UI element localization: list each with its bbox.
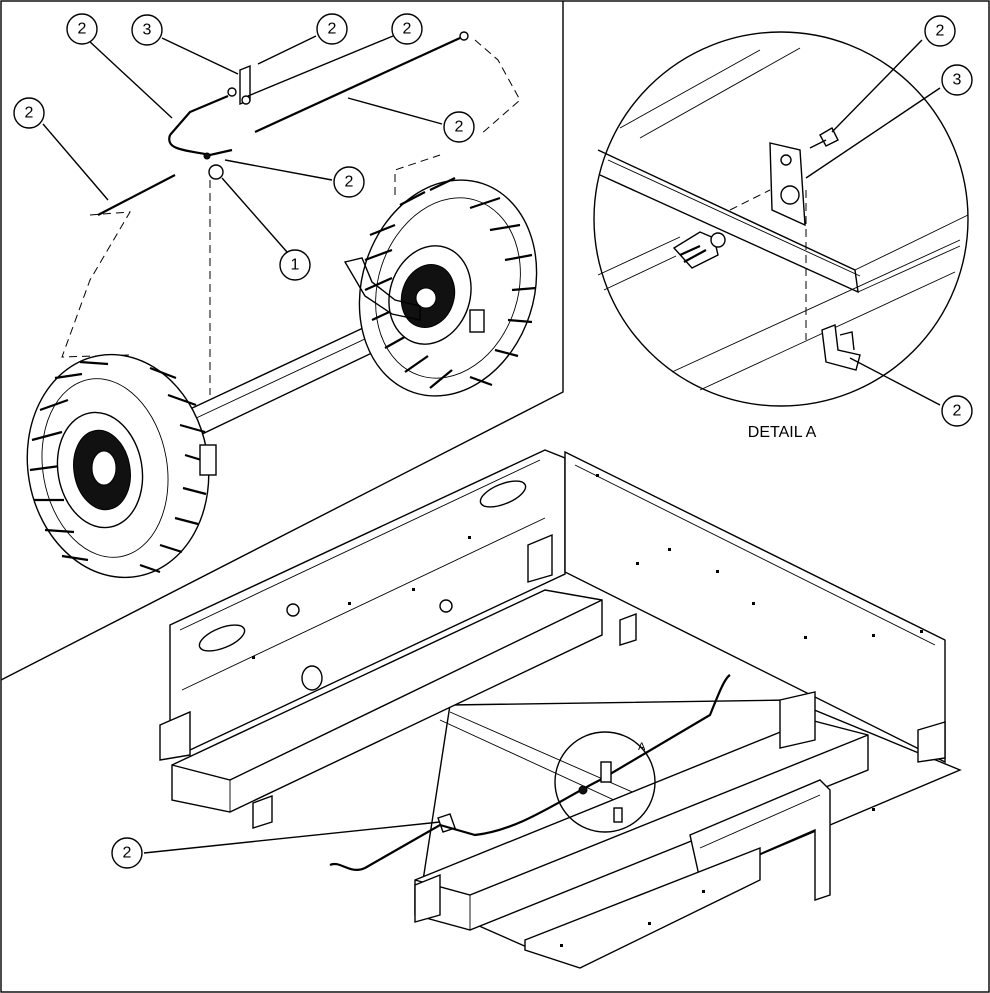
callout-number: 2	[455, 119, 464, 136]
callout-number: 1	[291, 257, 300, 274]
callout-axle-bracket: 3	[131, 14, 163, 46]
brake-harness	[97, 31, 469, 216]
detail-a-label: DETAIL A	[748, 424, 817, 441]
callout-axle-harness-right: 2	[443, 111, 475, 143]
callout-number: 2	[953, 403, 962, 420]
callout-axle-harness-top-mid: 2	[316, 13, 348, 45]
callout-detail-bracket: 3	[941, 64, 973, 96]
right-wheel	[343, 177, 538, 397]
callout-number: 3	[143, 22, 152, 39]
callout-number: 2	[123, 845, 132, 862]
callout-number: 2	[403, 21, 412, 38]
frame-assembly	[159, 449, 962, 969]
callout-number: 3	[953, 72, 962, 89]
callout-axle-harness-far-left: 2	[13, 97, 45, 129]
callout-frame-harness: 2	[111, 837, 143, 869]
detail-marker: A	[638, 741, 646, 753]
callout-axle-clip: 2	[333, 166, 365, 198]
callout-axle-clamp: 1	[279, 249, 311, 281]
callout-number: 2	[328, 21, 337, 38]
callout-detail-clip: 2	[941, 395, 973, 427]
detail-a	[593, 31, 969, 407]
frame-holes	[252, 474, 923, 947]
callout-number: 2	[936, 23, 945, 40]
left-wheel	[26, 353, 217, 579]
callout-axle-harness-left: 2	[66, 13, 98, 45]
callout-number: 2	[345, 174, 354, 191]
callout-axle-harness-top-right: 2	[391, 13, 423, 45]
callout-number: 2	[25, 105, 34, 122]
callout-number: 2	[78, 21, 87, 38]
axle-assembly	[26, 31, 538, 579]
callout-detail-screw: 2	[924, 15, 956, 47]
leader-lines	[42, 35, 941, 854]
